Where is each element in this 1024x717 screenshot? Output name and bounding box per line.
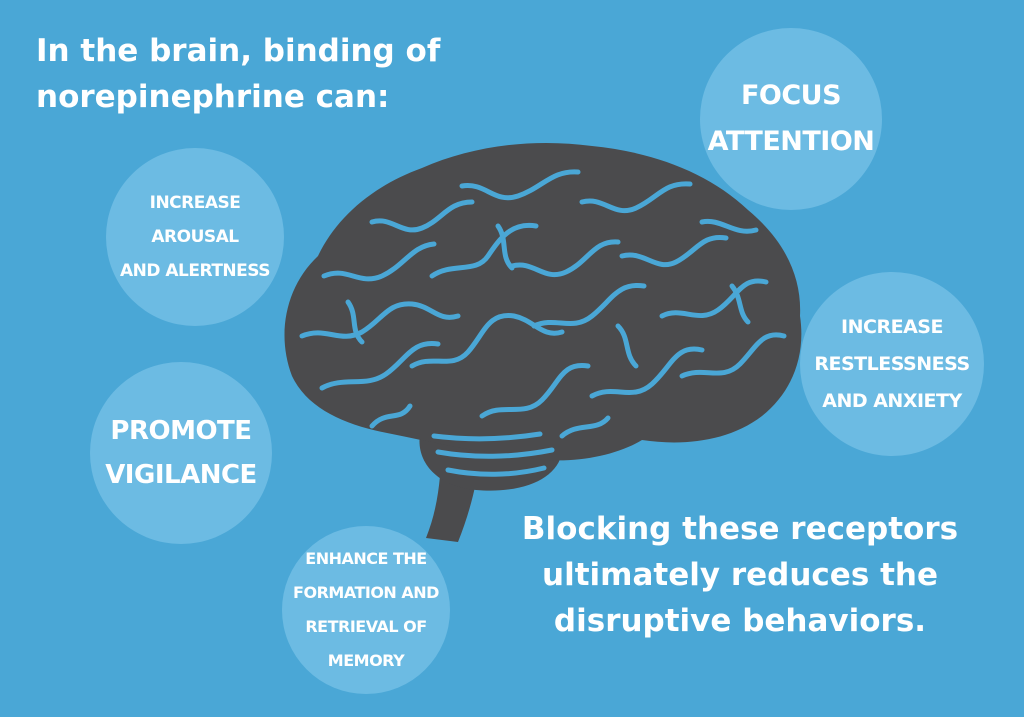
cerebellum-folds xyxy=(431,431,555,477)
effect-bubble-anxiety: Increase restlessness and anxiety xyxy=(800,272,984,456)
brain-folds xyxy=(299,169,787,439)
conclusion-text: Blocking these receptors ultimately redu… xyxy=(521,511,959,639)
effect-label-memory: Enhance the formation and retrieval of m… xyxy=(293,549,439,670)
effect-label-vigilance: Promote vigilance xyxy=(105,416,257,490)
intro-heading: In the brain, binding of norepinephrine … xyxy=(36,33,441,115)
cerebrum xyxy=(284,142,802,461)
effect-bubble-vigilance: Promote vigilance xyxy=(90,362,272,544)
effect-label-anxiety: Increase restlessness and anxiety xyxy=(814,315,970,412)
effect-bubble-memory: Enhance the formation and retrieval of m… xyxy=(282,526,450,694)
effect-label-focus: Focus attention xyxy=(707,80,875,157)
effect-bubble-focus: Focus attention xyxy=(700,28,882,210)
effect-bubble-arousal: Increase arousal and alertness xyxy=(106,148,284,326)
brain-icon xyxy=(284,142,802,542)
effect-label-arousal: Increase arousal and alertness xyxy=(119,193,271,281)
brain-stem xyxy=(426,476,476,542)
